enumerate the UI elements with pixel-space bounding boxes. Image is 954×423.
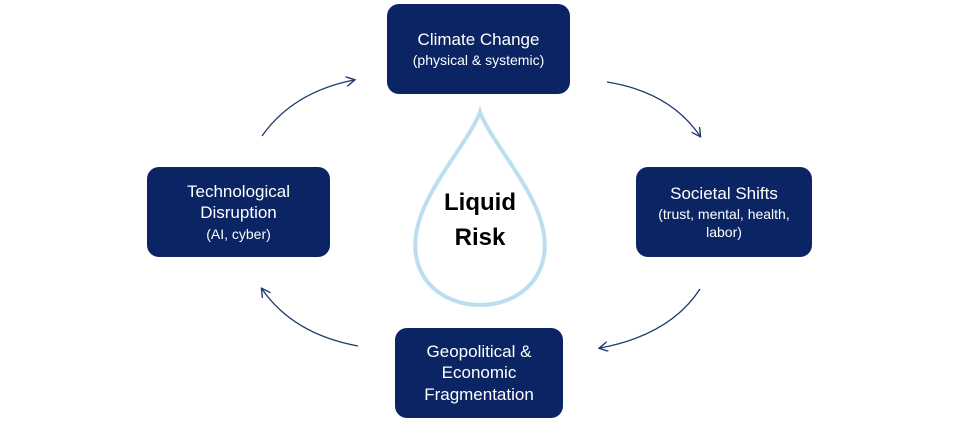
- node-tech-line1: Technological: [186, 182, 290, 201]
- node-technological-disruption: Technological Disruption (AI, cyber): [147, 167, 330, 257]
- node-societal-subtitle-2: labor): [706, 223, 742, 240]
- node-tech-subtitle: (AI, cyber): [206, 225, 271, 242]
- center-label-line1: Liquid: [444, 189, 516, 216]
- node-societal-subtitle-1: (trust, mental, health,: [658, 206, 790, 223]
- node-geo-line1: Geopolitical &: [426, 342, 532, 362]
- node-climate-subtitle: (physical & systemic): [412, 51, 545, 68]
- water-drop-icon: [413, 106, 547, 308]
- node-societal-shifts: Societal Shifts (trust, mental, health, …: [636, 167, 812, 257]
- node-geo-line2: Economic: [441, 363, 517, 383]
- node-climate-title: Climate Change: [417, 29, 540, 49]
- node-geo-line3: Fragmentation: [424, 384, 534, 404]
- center-label: Liquid Risk: [410, 186, 550, 256]
- node-tech-line2: Disruption: [200, 203, 277, 223]
- arrow-climate-to-societal: [606, 81, 700, 136]
- node-societal-title: Societal Shifts: [670, 183, 778, 203]
- node-climate-change: Climate Change (physical & systemic): [387, 4, 570, 94]
- arrow-societal-to-geo: [600, 288, 701, 348]
- center-label-line2: Risk: [454, 223, 506, 251]
- node-geopolitical-fragmentation: Geopolitical & Economic Fragmentation: [395, 328, 563, 418]
- arrow-geo-to-tech: [262, 289, 359, 347]
- arrow-tech-to-climate: [261, 80, 354, 137]
